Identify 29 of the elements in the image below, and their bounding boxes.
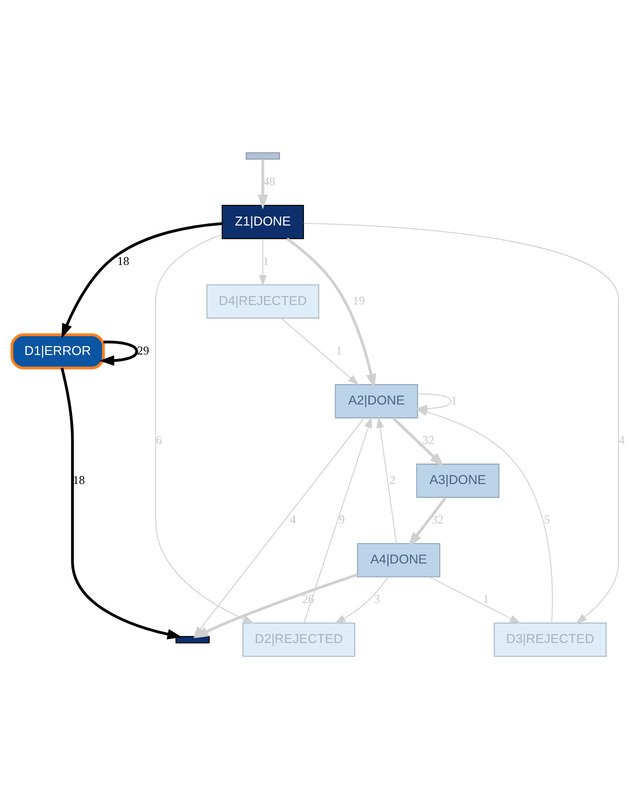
arrow	[334, 576, 389, 624]
arrow	[392, 417, 444, 467]
arrow	[304, 416, 372, 624]
node-bar	[176, 636, 210, 644]
arrow	[429, 576, 521, 624]
arrow	[62, 222, 222, 338]
node-box: A2|DONE	[334, 384, 418, 418]
arrow	[416, 408, 553, 624]
arrow	[155, 234, 254, 624]
arrow	[303, 222, 620, 624]
edge-label: 18	[72, 472, 85, 487]
node-box: D2|REJECTED	[242, 622, 356, 657]
node-box: D4|REJECTED	[206, 284, 320, 319]
node-bar	[246, 152, 280, 160]
edge-label: 29	[137, 344, 150, 358]
node-box: D1|ERROR	[10, 333, 105, 370]
arrow	[258, 238, 267, 286]
node-box: Z1|DONE	[222, 204, 304, 240]
edge-label: 18	[117, 254, 130, 268]
arrow	[408, 496, 447, 547]
arrow	[60, 368, 182, 640]
node-box: A4|DONE	[357, 543, 440, 578]
node-box: A3|DONE	[416, 464, 500, 498]
arrow	[286, 238, 376, 389]
node-box: D3|REJECTED	[494, 622, 607, 657]
arrow	[258, 159, 268, 210]
arrow	[376, 416, 397, 544]
arrow	[280, 318, 359, 386]
arrow	[99, 340, 138, 366]
